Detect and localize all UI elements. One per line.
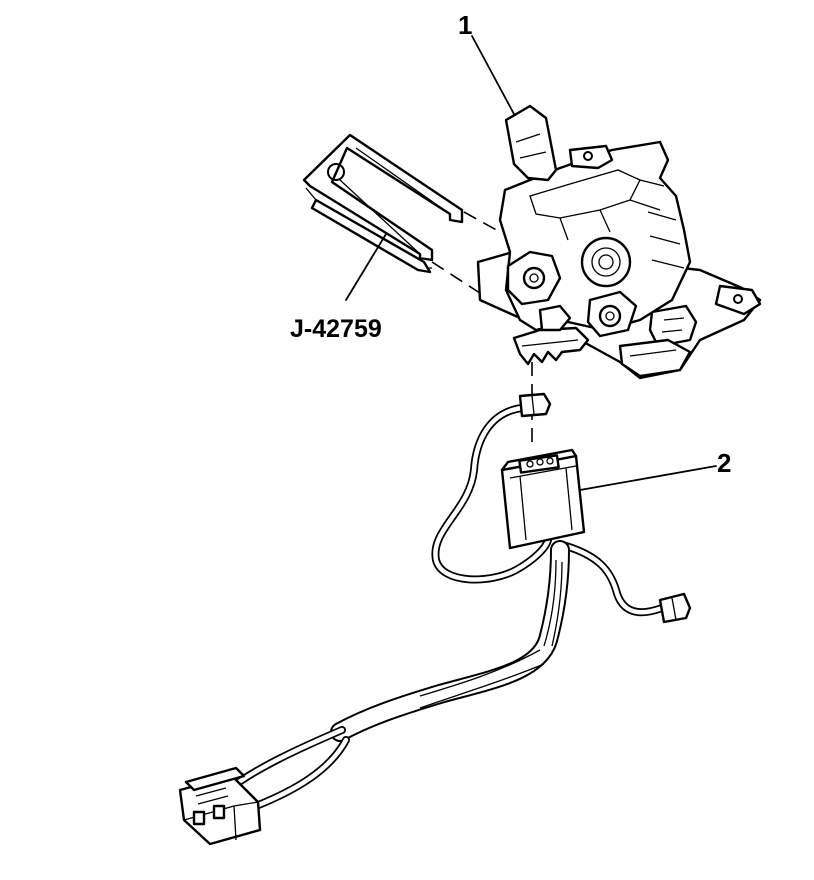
callout-2-label: 2 bbox=[717, 448, 731, 478]
hood-latch bbox=[476, 104, 762, 380]
harness-connector bbox=[178, 766, 262, 846]
hood-ajar-switch-module bbox=[500, 448, 586, 550]
actuator-pigtail bbox=[431, 392, 552, 584]
leader-lines bbox=[345, 35, 717, 491]
callout-1-label: 1 bbox=[458, 10, 472, 40]
wiring-harness bbox=[224, 540, 570, 810]
branch-lead bbox=[562, 542, 692, 624]
j42759-tool bbox=[302, 133, 464, 274]
tool-number-label: J-42759 bbox=[290, 315, 382, 343]
